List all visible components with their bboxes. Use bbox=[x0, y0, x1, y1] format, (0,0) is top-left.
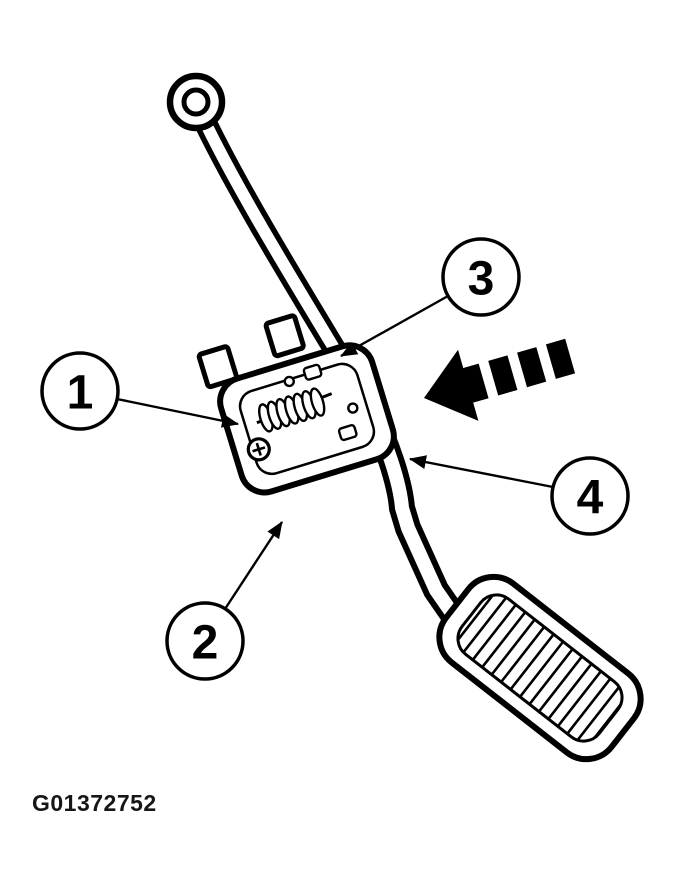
callout-1-circle bbox=[40, 351, 120, 431]
callout-1-leader-arrow bbox=[116, 397, 239, 428]
adjustment-screw bbox=[246, 437, 271, 462]
spring-coil bbox=[309, 387, 326, 417]
figure-id-label: G01372752 bbox=[32, 790, 157, 816]
callout-4-number: 4 bbox=[577, 472, 604, 525]
callout-3-circle bbox=[441, 237, 521, 317]
screw-cross-slot bbox=[252, 442, 266, 456]
callout-3-number: 3 bbox=[468, 253, 495, 306]
bracket-inner-contour bbox=[238, 362, 376, 476]
motion-dash bbox=[488, 355, 518, 396]
callout-3-leader-arrow bbox=[340, 294, 449, 358]
pedal-pad-hatching bbox=[449, 586, 631, 750]
mounting-bracket bbox=[196, 313, 397, 496]
pedal-pad-outline bbox=[436, 573, 644, 763]
callout-4-circle bbox=[550, 456, 630, 536]
callout-2-circle bbox=[165, 601, 245, 681]
rod-eye bbox=[166, 72, 226, 132]
callout-1: 1 bbox=[40, 351, 239, 431]
pedal-pad bbox=[436, 573, 644, 763]
motion-dash bbox=[517, 347, 547, 388]
callout-2-number: 2 bbox=[192, 617, 219, 670]
bracket-slot-hole-top bbox=[302, 363, 323, 381]
callout-4-leader-arrow bbox=[409, 455, 554, 489]
pedal-pad-inner-border bbox=[456, 593, 624, 743]
callout-1-number: 1 bbox=[67, 367, 94, 420]
direction-arrow-icon bbox=[424, 338, 576, 421]
callout-2-leader-arrow bbox=[223, 521, 284, 610]
rod-eye-hole bbox=[181, 87, 211, 117]
bracket-slot-hole-bottom bbox=[337, 424, 358, 442]
callout-4: 4 bbox=[409, 455, 630, 536]
bracket-round-hole-top bbox=[283, 375, 295, 388]
bracket-round-hole-bottom bbox=[347, 402, 359, 414]
return-spring bbox=[256, 387, 333, 433]
bracket-tab-right bbox=[263, 313, 306, 359]
bracket-tab-left bbox=[196, 344, 239, 390]
direction-arrow-head bbox=[424, 349, 489, 421]
callout-2: 2 bbox=[165, 521, 284, 681]
pedal-rod bbox=[193, 110, 352, 370]
pedal-rod-core bbox=[199, 116, 346, 364]
motion-dash bbox=[545, 338, 576, 379]
callout-3: 3 bbox=[340, 237, 521, 358]
